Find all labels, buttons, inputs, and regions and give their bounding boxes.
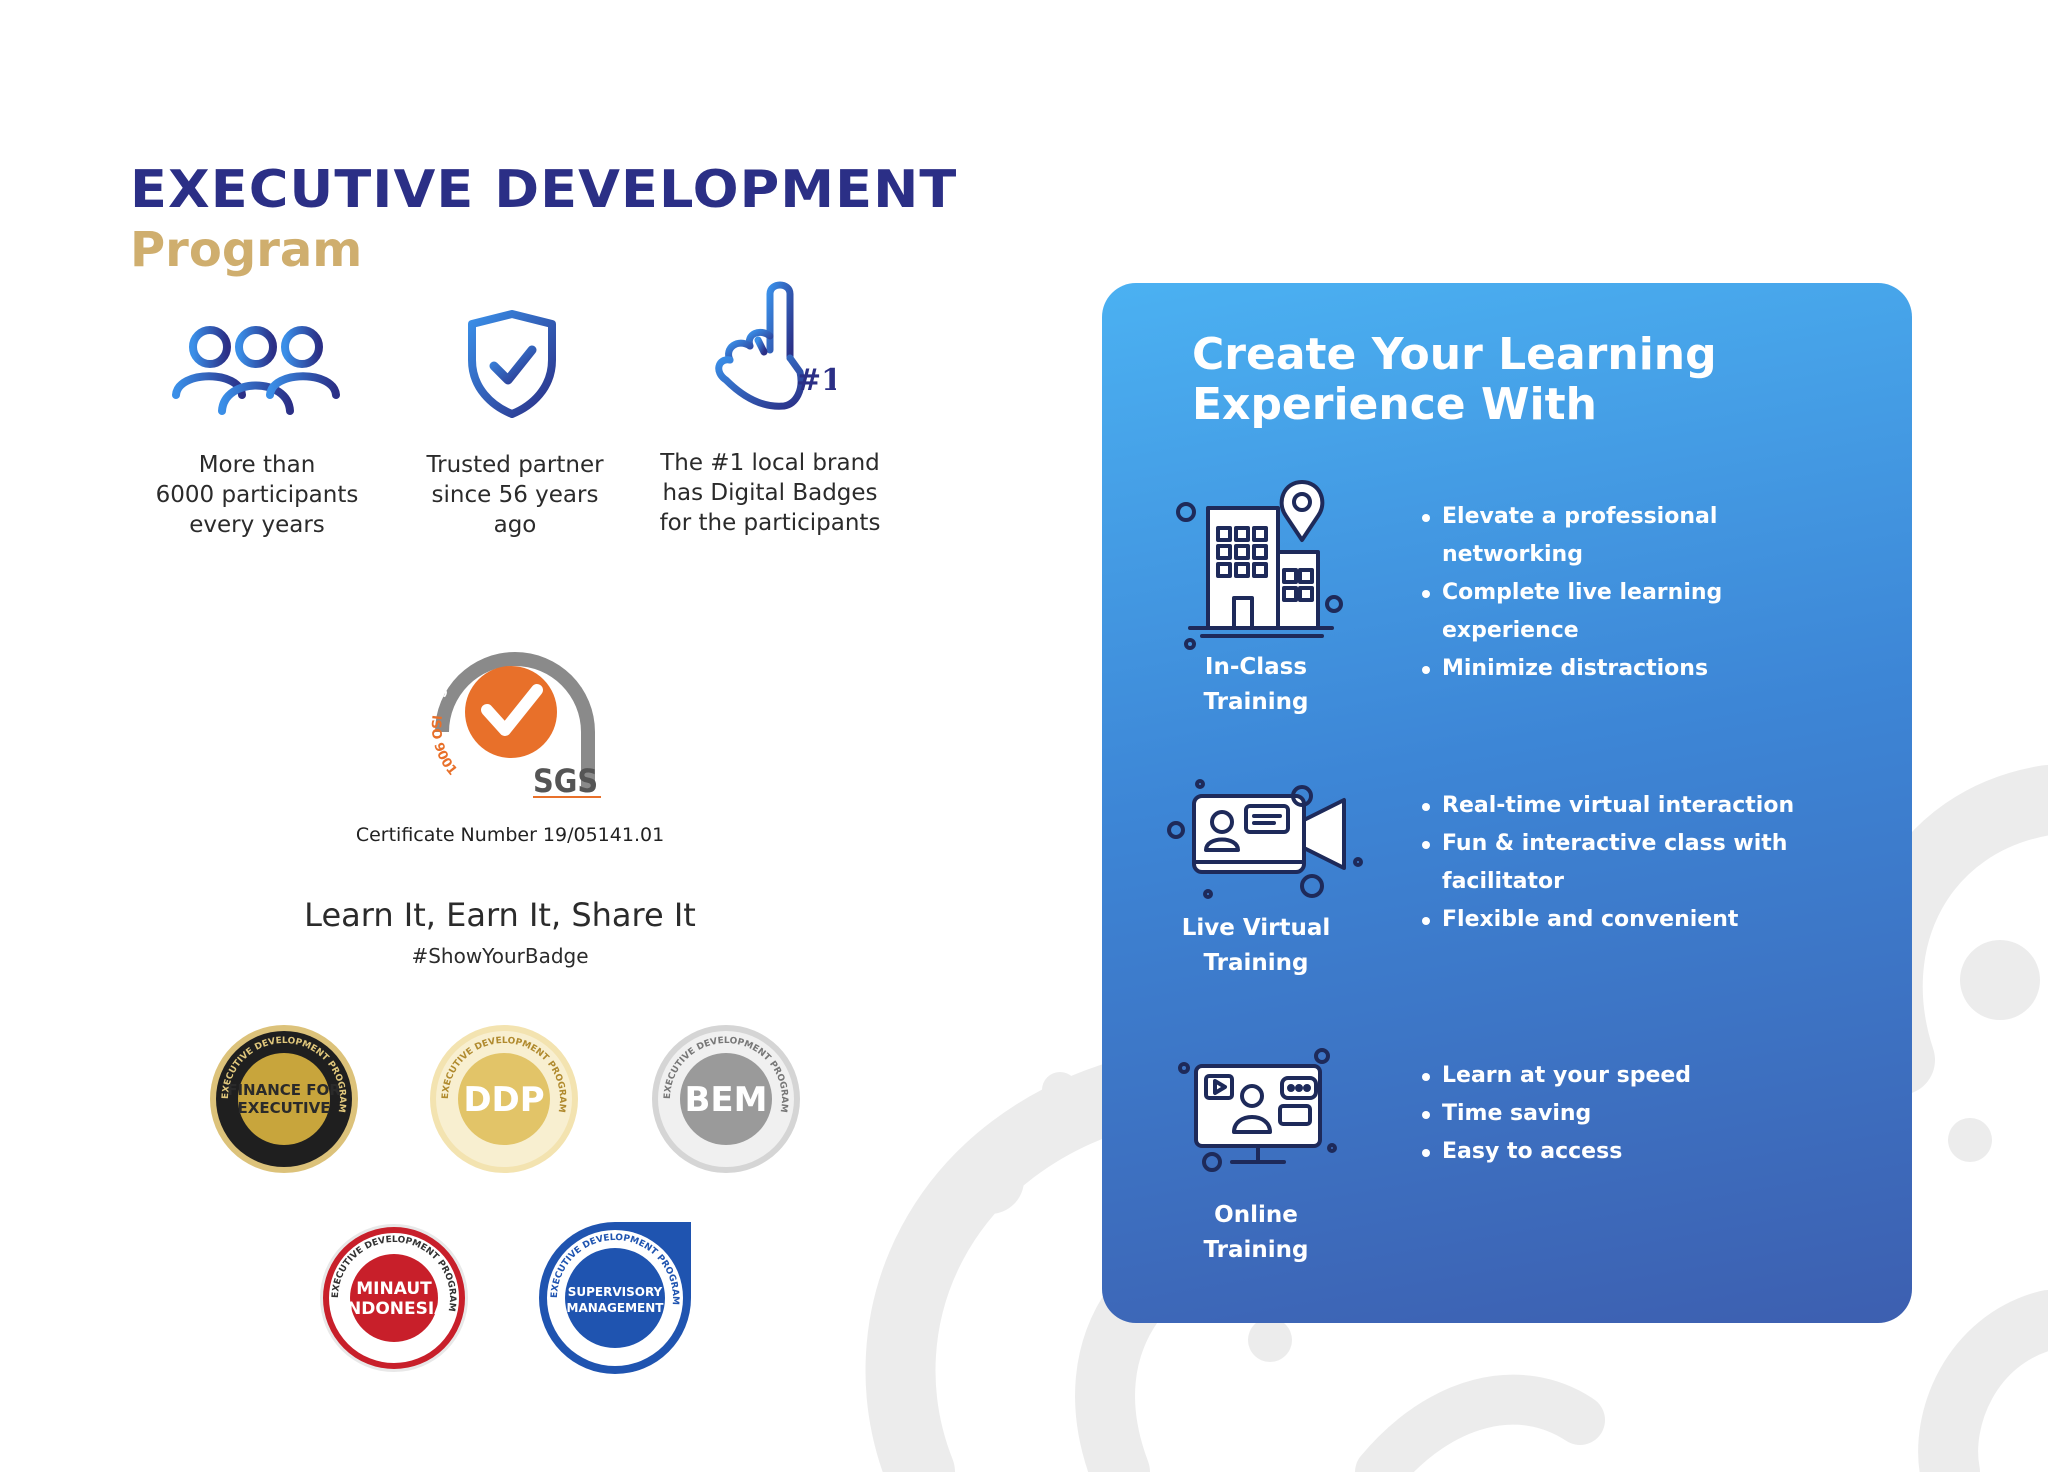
- video-call-icon: [1167, 779, 1363, 899]
- bullet-continuation: networking: [1442, 542, 1583, 567]
- bullet-continuation: facilitator: [1442, 869, 1564, 894]
- mode-label-line: Training: [1203, 1237, 1309, 1263]
- badge-label: EXECUTIVE: [238, 1099, 331, 1117]
- sgs-iso-certification-logo: SYSTEM CERTIFICATION ISO 9001 SGS: [428, 633, 601, 800]
- in-class-bullets: Elevate a professional networking Comple…: [1420, 498, 1840, 688]
- mode-label-online: Online Training: [1156, 1198, 1356, 1268]
- badge-label: BEM: [685, 1080, 768, 1120]
- tagline-title: Learn It, Earn It, Share It: [304, 896, 696, 934]
- bullet-item: Minimize distractions: [1420, 650, 1840, 688]
- bullet-item: Easy to access: [1420, 1133, 1840, 1171]
- bullet-item: Fun & interactive class with: [1420, 825, 1860, 863]
- mode-label-line: Training: [1203, 689, 1309, 715]
- bullet-item: Flexible and convenient: [1420, 901, 1860, 939]
- shield-check-icon: [468, 310, 556, 418]
- building-location-icon: [1176, 480, 1343, 650]
- badge-label: DDP: [463, 1080, 544, 1120]
- mode-label-line: Online: [1214, 1202, 1298, 1228]
- bullet-item: Elevate a professional: [1420, 498, 1840, 536]
- feature-participants: More than 6000 participants every years: [137, 450, 377, 540]
- feature-line: ago: [493, 512, 537, 538]
- bullet-continuation: experience: [1442, 618, 1579, 643]
- card-title: Create Your Learning Experience With: [1192, 330, 1792, 430]
- mode-label-line: Training: [1203, 950, 1309, 976]
- bullet-item: Real-time virtual interaction: [1420, 787, 1860, 825]
- badge-label: SUPERVISORY: [568, 1285, 663, 1299]
- live-virtual-bullets: Real-time virtual interaction Fun & inte…: [1420, 787, 1860, 939]
- hand-number-one-icon: #1: [715, 281, 836, 410]
- hashtag: #ShowYourBadge: [411, 944, 589, 968]
- sgs-brand-text: SGS: [533, 762, 598, 800]
- mode-label-in-class: In-Class Training: [1156, 650, 1356, 720]
- feature-line: has Digital Badges: [662, 480, 878, 506]
- badge-bem: EXECUTIVE DEVELOPMENT PROGRAM BEM: [652, 1025, 800, 1173]
- badge-label: INDONESIA: [341, 1299, 449, 1319]
- badge-label: FINANCE FOR: [227, 1081, 341, 1099]
- page-title: EXECUTIVE DEVELOPMENT: [130, 160, 958, 220]
- bullet-item: Time saving: [1420, 1095, 1840, 1133]
- page-subtitle: Program: [130, 222, 363, 278]
- certificate-number: Certificate Number 19/05141.01: [355, 824, 665, 846]
- online-bullets: Learn at your speed Time saving Easy to …: [1420, 1057, 1840, 1171]
- feature-trusted: Trusted partner since 56 years ago: [405, 450, 625, 540]
- badge-finance-for-executive: EXECUTIVE DEVELOPMENT PROGRAM FINANCE FO…: [210, 1025, 358, 1173]
- badge-minaut-indonesia: EXECUTIVE DEVELOPMENT PROGRAM MINAUT IND…: [320, 1224, 468, 1372]
- badge-label: MINAUT: [356, 1279, 432, 1299]
- card-title-line: Experience With: [1192, 379, 1597, 430]
- feature-line: More than: [198, 452, 316, 478]
- people-icon: [172, 326, 340, 415]
- feature-digital-badges: The #1 local brand has Digital Badges fo…: [640, 448, 900, 538]
- card-title-line: Create Your Learning: [1192, 329, 1717, 380]
- online-monitor-icon: [1178, 1048, 1337, 1172]
- feature-line: 6000 participants: [155, 482, 359, 508]
- feature-line: The #1 local brand: [660, 450, 880, 476]
- feature-line: Trusted partner: [426, 452, 604, 478]
- feature-line: for the participants: [659, 510, 881, 536]
- number-one-badge-text: #1: [796, 363, 836, 398]
- feature-line: since 56 years: [431, 482, 599, 508]
- badge-supervisory-management: EXECUTIVE DEVELOPMENT PROGRAM SUPERVISOR…: [539, 1222, 691, 1374]
- feature-line: every years: [189, 512, 325, 538]
- badge-ddp: EXECUTIVE DEVELOPMENT PROGRAM DDP: [430, 1025, 578, 1173]
- mode-label-line: Live Virtual: [1181, 915, 1331, 941]
- bullet-item: Complete live learning: [1420, 574, 1840, 612]
- mode-label-line: In-Class: [1204, 654, 1308, 680]
- mode-label-live-virtual: Live Virtual Training: [1156, 911, 1356, 981]
- bullet-item: Learn at your speed: [1420, 1057, 1840, 1095]
- badge-label: MANAGEMENT: [567, 1301, 665, 1315]
